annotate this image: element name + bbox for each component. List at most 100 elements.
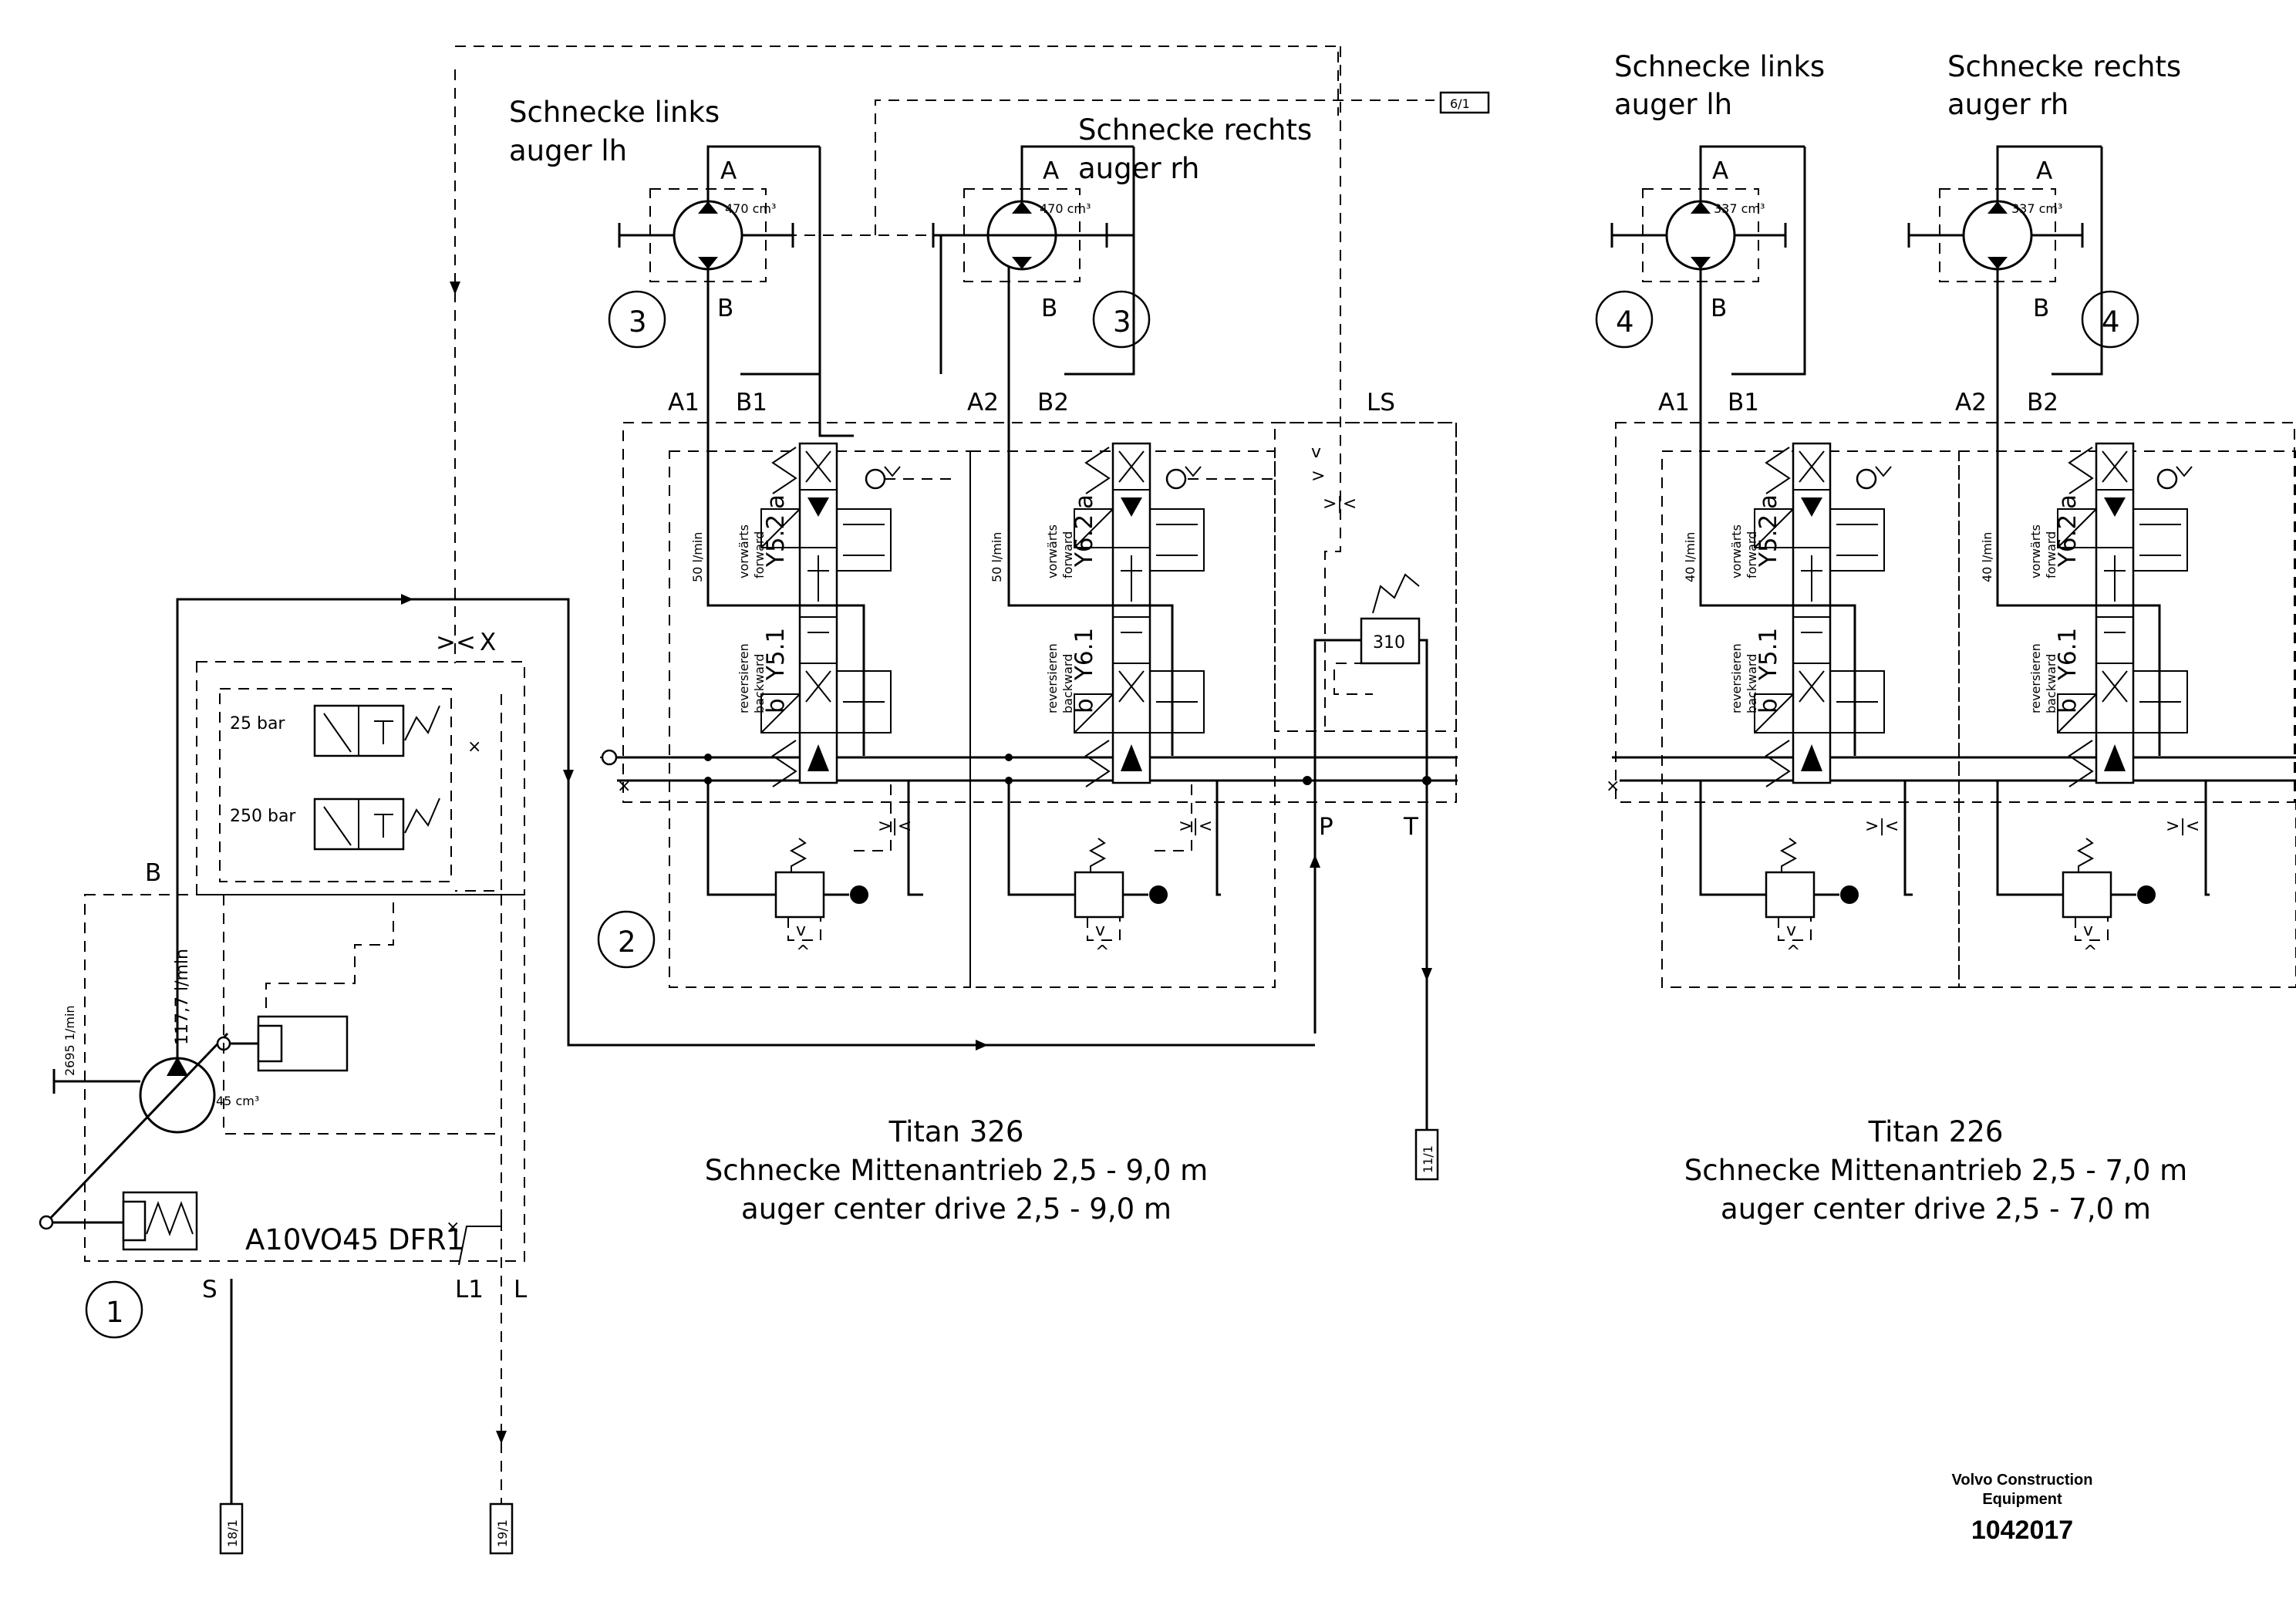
solenoid-labels-326-2: vorwärts forward Y6.2 a reversieren back…	[1045, 494, 1098, 713]
port-t: T	[1403, 813, 1419, 841]
pump-port-l: L	[514, 1276, 528, 1303]
brand-line2: Equipment	[1982, 1491, 2062, 1508]
svg-text:backward: backward	[1060, 654, 1075, 713]
flow-226-b: 40 l/min	[1980, 532, 1994, 582]
svg-text:Y6.1: Y6.1	[2054, 628, 2082, 681]
callout-3-right: 3	[1113, 305, 1131, 339]
pump-port-b: B	[145, 859, 161, 887]
solenoid-labels-326-1: vorwärts forward Y5.2 a reversieren back…	[737, 494, 790, 713]
svg-text:vorwärts: vorwärts	[737, 524, 751, 578]
svg-text:>|<: >|<	[878, 817, 912, 836]
pressure-high-label: 250 bar	[230, 807, 296, 826]
port-a1-326: A1	[668, 389, 700, 416]
port-p: P	[1319, 813, 1333, 841]
port-a-label: A	[1043, 157, 1059, 185]
title-226-line2: Schnecke Mittenantrieb 2,5 - 7,0 m	[1684, 1154, 2187, 1187]
relief-valve-label: 310	[1373, 633, 1405, 653]
svg-text:b: b	[1070, 698, 1098, 713]
valve-block-226: >|< >|<	[1612, 147, 2296, 988]
auger-right-226-label: Schnecke rechts	[1947, 50, 2181, 83]
solenoid-labels-226-2: vorwärts forward Y6.2 a reversieren back…	[2028, 494, 2082, 713]
svg-text:a: a	[762, 494, 790, 509]
callout-1: 1	[106, 1296, 124, 1329]
svg-text:a: a	[1070, 494, 1098, 509]
auger-left-226-sublabel: auger lh	[1614, 88, 1732, 121]
port-b-label: B	[1711, 295, 1727, 322]
auger-right-326-label: Schnecke rechts	[1078, 113, 1312, 147]
port-b-label: B	[1041, 295, 1057, 322]
port-b-label: B	[717, 295, 733, 322]
svg-text:b: b	[2054, 698, 2082, 713]
svg-text:vorwärts: vorwärts	[2028, 524, 2043, 578]
drawing-number: 1042017	[1971, 1516, 2073, 1545]
svg-text:reversieren: reversieren	[1045, 643, 1060, 713]
pump-flow-label: 117,7 l/min	[173, 949, 192, 1045]
svg-text:Y5.2: Y5.2	[1755, 514, 1782, 568]
ref-tag-18: 18/1	[225, 1519, 240, 1547]
title-326-line3: auger center drive 2,5 - 9,0 m	[741, 1192, 1172, 1226]
svg-text:forward: forward	[1060, 531, 1075, 578]
svg-text:b: b	[1755, 698, 1782, 713]
svg-text:forward: forward	[1745, 531, 1759, 578]
svg-text:×: ×	[467, 737, 481, 757]
svg-text:backward: backward	[752, 654, 767, 713]
svg-text:×: ×	[617, 777, 631, 796]
svg-text:Y5.1: Y5.1	[762, 628, 790, 681]
callout-4-left: 4	[1616, 305, 1634, 339]
solenoid-labels-226-1: vorwärts forward Y5.2 a reversieren back…	[1729, 494, 1782, 713]
brand-line1: Volvo Construction	[1952, 1472, 2093, 1489]
pump-speed-label: 2695 1/min	[62, 1005, 77, 1076]
svg-text:vorwärts: vorwärts	[1045, 524, 1060, 578]
port-b1-326: B1	[736, 389, 767, 416]
port-a2-226: A2	[1955, 389, 1987, 416]
ref-line-6	[875, 99, 1435, 235]
svg-text:forward: forward	[2044, 531, 2058, 578]
motor-326-left	[618, 145, 820, 283]
svg-text:>|<: >|<	[1178, 817, 1212, 836]
svg-text:reversieren: reversieren	[2028, 643, 2043, 713]
svg-text:Y6.2: Y6.2	[1070, 514, 1098, 568]
title-326-line1: Titan 326	[888, 1115, 1024, 1148]
valve-block-326: >|< >|< v > >|<	[600, 46, 1458, 1130]
svg-text:vorwärts: vorwärts	[1729, 524, 1744, 578]
title-226-line1: Titan 226	[1868, 1115, 2004, 1148]
svg-text:b: b	[762, 698, 790, 713]
auger-left-326-label: Schnecke links	[509, 96, 720, 129]
svg-text:Y5.1: Y5.1	[1755, 628, 1782, 681]
svg-text:>|<: >|<	[1865, 817, 1899, 836]
callout-2: 2	[618, 926, 636, 959]
svg-text:a: a	[1755, 494, 1782, 509]
svg-text:><: ><	[436, 629, 476, 656]
svg-text:backward: backward	[1745, 654, 1759, 713]
port-a-label: A	[2036, 157, 2052, 185]
svg-text:×: ×	[446, 1218, 460, 1237]
pump-port-x: X	[480, 629, 496, 656]
svg-text:forward: forward	[752, 531, 767, 578]
svg-text:×: ×	[1606, 777, 1620, 796]
pump-disp-label: 45 cm³	[216, 1094, 259, 1108]
svg-text:>|<: >|<	[2166, 817, 2200, 836]
callout-3-left: 3	[629, 305, 647, 339]
flow-326-b: 50 l/min	[990, 532, 1004, 582]
svg-text:Y6.2: Y6.2	[2054, 514, 2082, 568]
motor-326-right-disp: 470 cm³	[1040, 201, 1091, 216]
pump-port-s: S	[202, 1276, 217, 1303]
svg-text:>|<: >|<	[1323, 494, 1357, 514]
auger-left-326-sublabel: auger lh	[509, 134, 627, 167]
port-ls: LS	[1367, 389, 1395, 416]
flow-326-a: 50 l/min	[690, 532, 705, 582]
motor-226-left	[1610, 145, 1805, 283]
port-a1-226: A1	[1658, 389, 1690, 416]
motor-226-right	[1907, 145, 2102, 283]
svg-text:v: v	[1311, 443, 1321, 462]
flow-226-a: 40 l/min	[1683, 532, 1698, 582]
auger-right-226-sublabel: auger rh	[1947, 88, 2068, 121]
motor-226-left-disp: 337 cm³	[1714, 201, 1765, 216]
pump-port-l1: L1	[455, 1276, 484, 1303]
auger-left-226-label: Schnecke links	[1614, 50, 1825, 83]
title-326-line2: Schnecke Mittenantrieb 2,5 - 9,0 m	[705, 1154, 1208, 1187]
svg-text:Y5.2: Y5.2	[762, 514, 790, 568]
ref-tag-11: 11/1	[1421, 1145, 1435, 1173]
pump-unit	[39, 46, 1339, 1543]
